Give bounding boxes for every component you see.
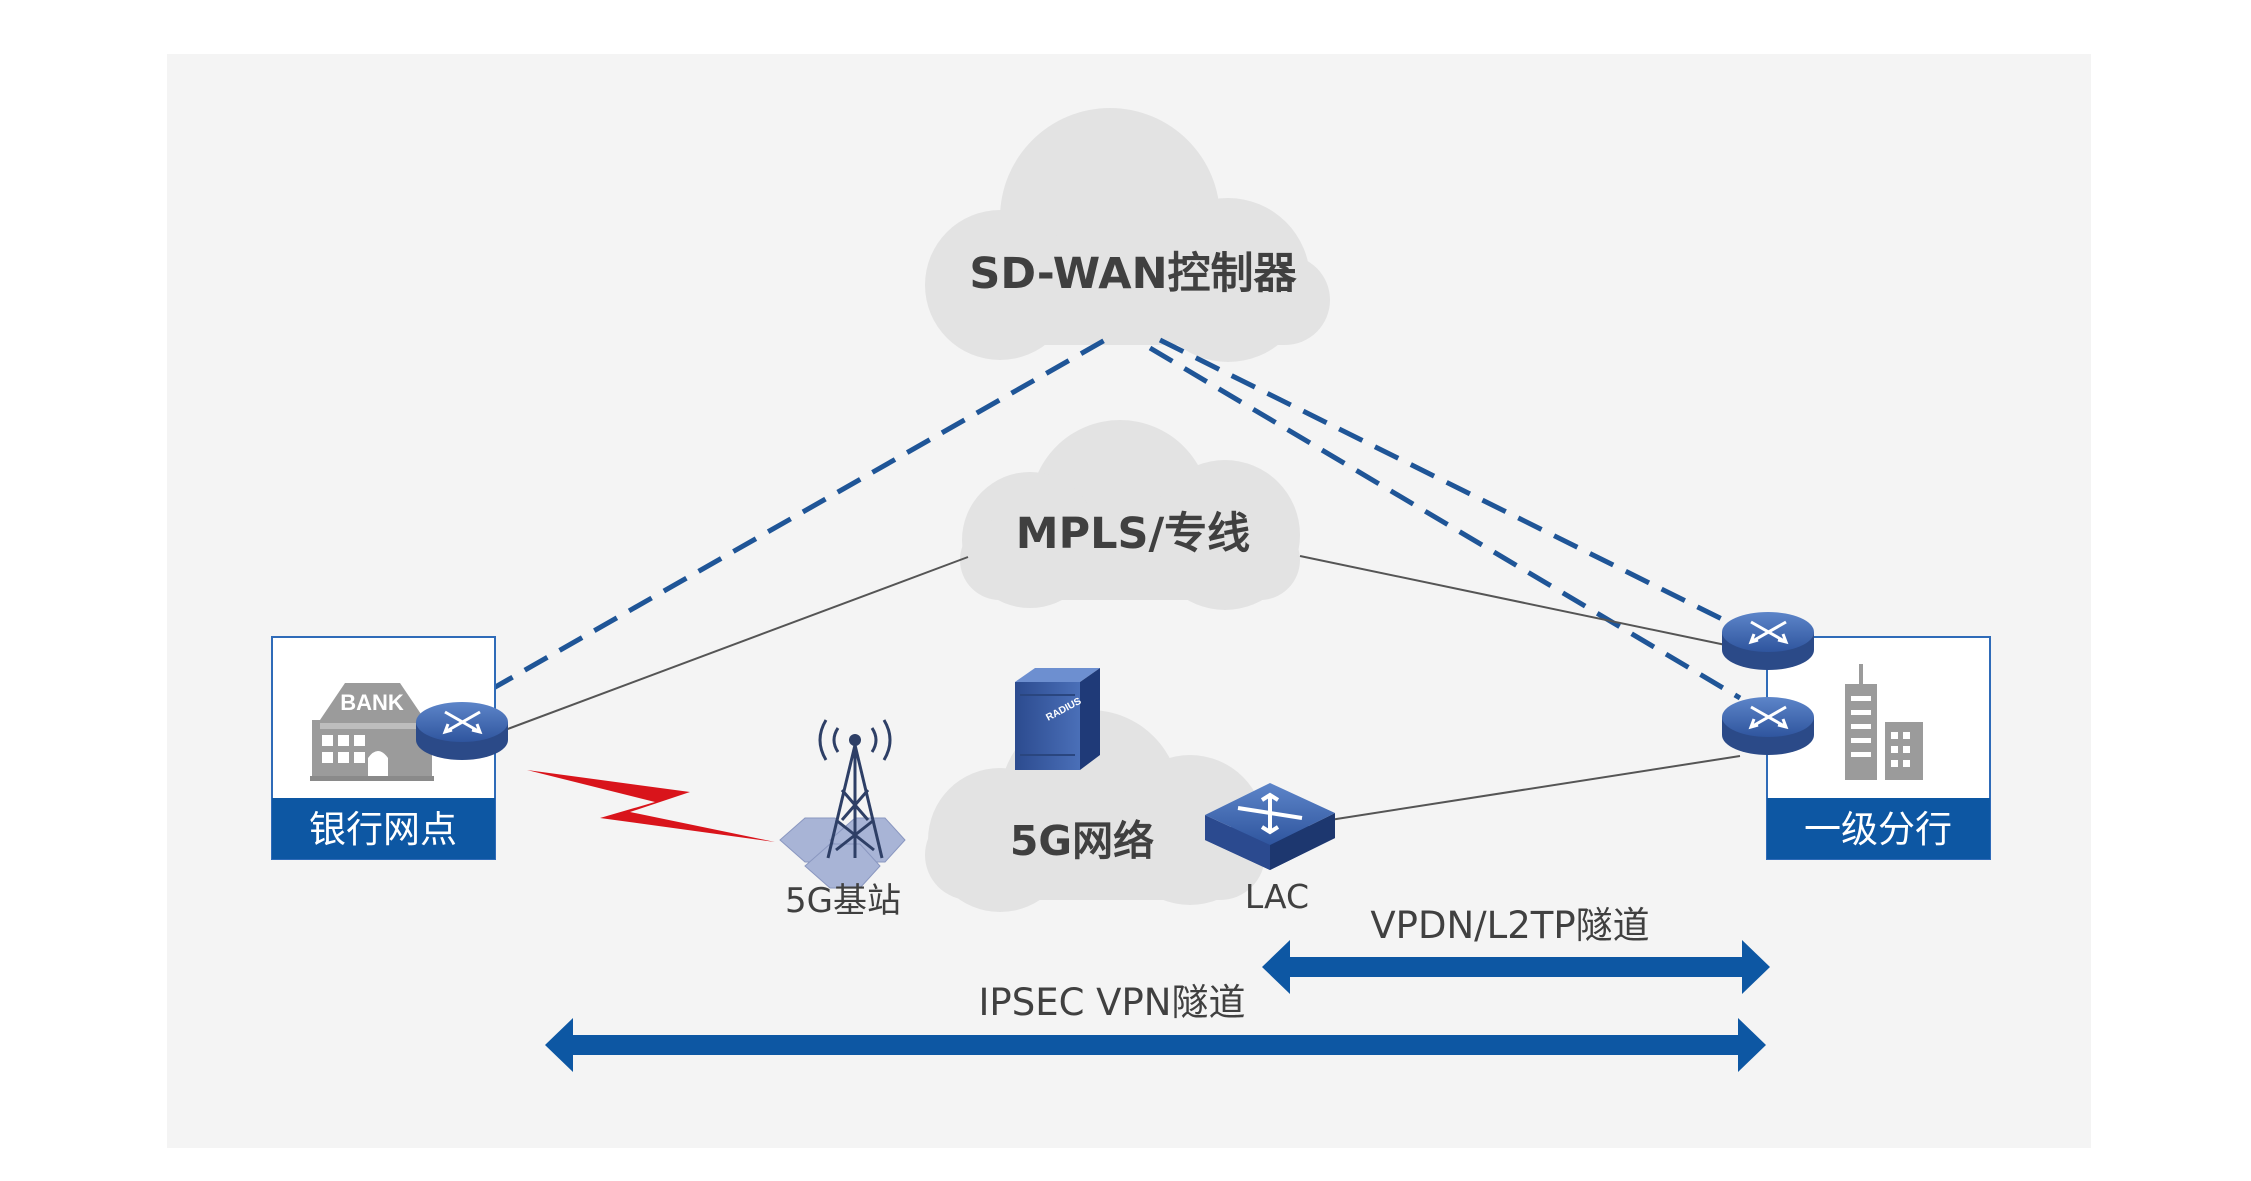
dashed-link-controller-router-bottom	[1148, 345, 1742, 701]
bank-sign: BANK	[340, 690, 404, 715]
base-station-icon	[779, 719, 906, 889]
tier1-branch-box	[1766, 636, 1991, 860]
radius-server-icon	[1015, 668, 1100, 770]
bank-branch-label: 银行网点	[309, 808, 457, 851]
tier1-branch-label: 一级分行	[1804, 808, 1952, 851]
link-lac-router-bottom	[1329, 755, 1741, 821]
dashed-links	[488, 337, 1742, 701]
link-mpls-router-top	[1299, 555, 1741, 649]
solid-links	[504, 555, 1741, 821]
bank-branch-label-box	[272, 798, 495, 859]
sdwan-controller-cloud	[925, 108, 1330, 362]
5g-network-label: 5G网络	[1010, 817, 1154, 865]
sdwan-controller-label: SD-WAN控制器	[969, 249, 1297, 299]
base-station-label: 5G基站	[785, 881, 901, 921]
vpdn-tunnel-label: VPDN/L2TP隧道	[1370, 904, 1649, 947]
branch-router-bottom-icon	[1722, 697, 1814, 755]
mpls-cloud	[960, 420, 1300, 610]
tier1-branch-label-box	[1767, 798, 1990, 859]
office-building-icon	[1845, 664, 1923, 780]
dashed-link-controller-router-top	[1158, 337, 1742, 631]
lac-switch-icon	[1205, 783, 1335, 870]
mpls-label: MPLS/专线	[1016, 509, 1250, 559]
ipsec-tunnel-label: IPSEC VPN隧道	[979, 981, 1246, 1024]
lac-label: LAC	[1245, 877, 1309, 916]
bank-router-icon	[416, 702, 508, 760]
vpdn-tunnel-arrow	[1262, 940, 1770, 994]
branch-router-top-icon	[1722, 612, 1814, 670]
bank-building-icon	[310, 683, 434, 781]
ipsec-tunnel-arrow	[545, 1018, 1766, 1072]
link-bank-mpls	[504, 556, 969, 731]
